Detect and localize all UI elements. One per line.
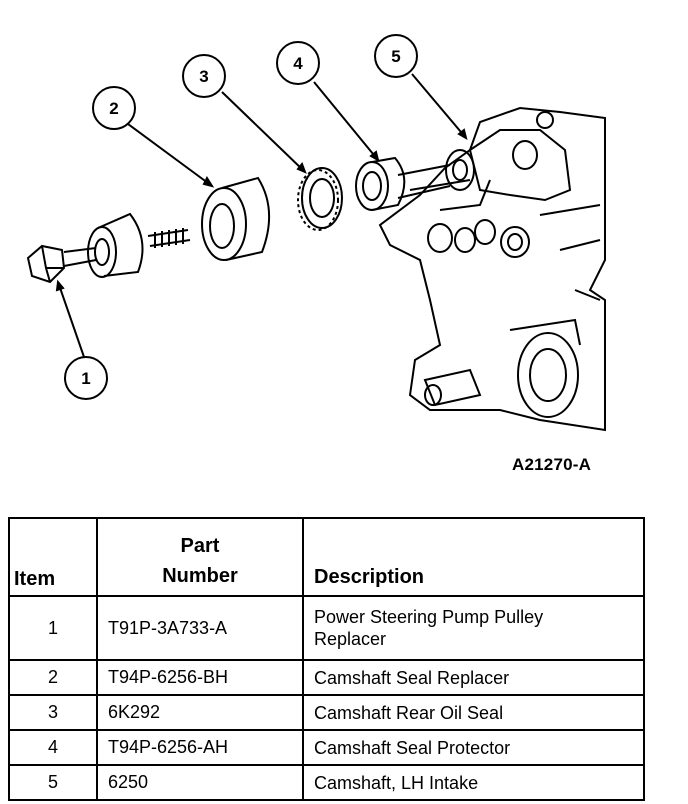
pulley-replacer-part (26, 212, 144, 284)
cell-item: 1 (8, 595, 98, 661)
callout-label-1: 1 (81, 369, 90, 388)
oil-seal-part (297, 167, 343, 231)
cell-item: 3 (8, 694, 98, 731)
callout-label-3: 3 (199, 67, 208, 86)
table-row: 1 T91P-3A733-A Power Steering Pump Pulle… (8, 595, 645, 661)
cell-description-line1: Power Steering Pump Pulley (314, 607, 544, 627)
figure-id: A21270-A (512, 455, 592, 474)
callout-circle-2 (92, 86, 136, 130)
cell-part-number: 6250 (96, 764, 304, 801)
cell-item: 2 (8, 659, 98, 696)
leader-line-1 (57, 281, 85, 358)
table-row: 5 6250 Camshaft, LH Intake (8, 764, 645, 801)
callout-circle-5 (374, 34, 418, 78)
threaded-screw-part (147, 228, 191, 248)
leader-line-3 (221, 91, 306, 173)
table-header-row: Item Part Number Description (8, 517, 645, 597)
engine-block (378, 106, 606, 432)
parts-table: Item Part Number Description 1 T91P-3A73… (8, 517, 645, 801)
callout-label-5: 5 (391, 47, 400, 66)
header-item: Item (8, 517, 98, 597)
cell-item: 5 (8, 764, 98, 801)
table-row: 2 T94P-6256-BH Camshaft Seal Replacer (8, 659, 645, 696)
callout-circle-3 (182, 54, 226, 98)
callout-label-2: 2 (109, 99, 118, 118)
callout-circle-1 (64, 356, 108, 400)
cell-part-number: T91P-3A733-A (96, 595, 304, 661)
cell-item: 4 (8, 729, 98, 766)
header-part-number: Part Number (96, 517, 304, 597)
header-part-line1: Part (180, 535, 220, 557)
callout-circle-4 (276, 41, 320, 85)
cell-part-number: T94P-6256-AH (96, 729, 304, 766)
cell-part-number: T94P-6256-BH (96, 659, 304, 696)
table-row: 4 T94P-6256-AH Camshaft Seal Protector (8, 729, 645, 766)
seal-replacer-part (201, 176, 271, 261)
header-part-line2: Number (162, 565, 238, 587)
leader-line-4 (313, 81, 379, 161)
callout-label-4: 4 (293, 54, 303, 73)
cell-description: Camshaft Seal Protector (302, 729, 645, 766)
cell-description: Camshaft, LH Intake (302, 764, 645, 801)
header-description: Description (302, 517, 645, 597)
cell-description-line2: Replacer (314, 629, 387, 649)
leader-line-2 (127, 123, 213, 187)
cell-description: Camshaft Rear Oil Seal (302, 694, 645, 731)
table-row: 3 6K292 Camshaft Rear Oil Seal (8, 694, 645, 731)
camshaft-axis-lines (397, 164, 471, 199)
cell-part-number: 6K292 (96, 694, 304, 731)
cell-description: Power Steering Pump Pulley Replacer (302, 595, 645, 661)
cell-description: Camshaft Seal Replacer (302, 659, 645, 696)
leader-line-5 (411, 73, 467, 139)
seal-protector-part (355, 156, 406, 211)
exploded-view-illustration: 1 2 3 4 5 (26, 34, 606, 432)
